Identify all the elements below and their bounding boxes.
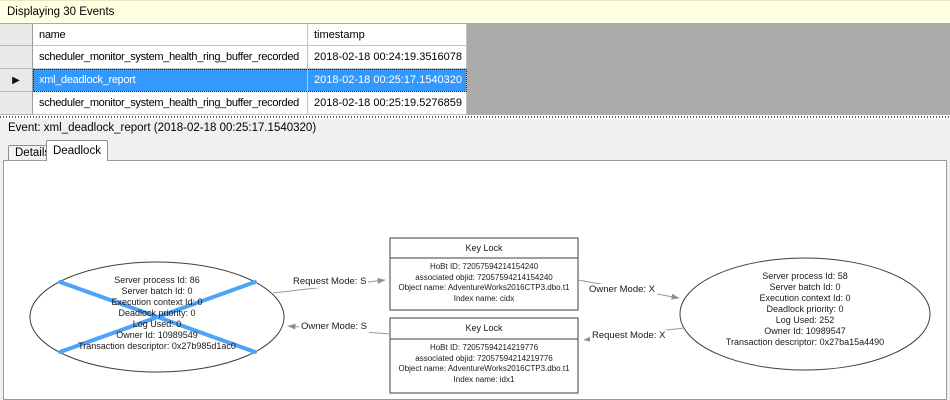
table-row[interactable]: scheduler_monitor_system_health_ring_buf… [0,46,467,69]
table-row-selected[interactable]: ▶ xml_deadlock_report 2018-02-18 00:25:1… [0,69,467,92]
resource-attr: associated objid: 72057594214154240 [415,272,553,282]
tab-details-label: Details [15,147,51,159]
resource-attr: HoBt ID: 72057594214154240 [429,262,539,271]
row-header-cell[interactable]: ▶ [0,69,33,92]
cell-event-name[interactable]: scheduler_monitor_system_health_ring_buf… [33,46,308,69]
process-attr: Deadlock priority: 0 [118,308,196,318]
process-attr: Server batch Id: 0 [769,282,841,292]
edge-label-owner-mode-s: Owner Mode: S [299,321,369,333]
process-attr: Server batch Id: 0 [121,286,193,296]
column-header-timestamp[interactable]: timestamp [308,24,467,46]
process-node-survivor[interactable]: Server process Id: 58 Server batch Id: 0… [685,271,925,348]
process-attr: Deadlock priority: 0 [766,304,844,314]
row-header-cell[interactable] [0,92,33,115]
process-node-survivor-shape[interactable] [679,257,931,371]
process-attr: Execution context Id: 0 [111,297,203,307]
resource-attr: Index name: idx1 [453,374,515,384]
process-node-victim[interactable]: Server process Id: 86 Server batch Id: 0… [37,275,277,352]
cell-event-timestamp[interactable]: 2018-02-18 00:25:17.1540320 [308,69,467,92]
grid-header-row: name timestamp [0,24,467,46]
table-row[interactable]: scheduler_monitor_system_health_ring_buf… [0,92,467,115]
victim-cross-icon [58,280,257,354]
resource-node-bottom[interactable]: HoBt ID: 72057594214219776 associated ob… [392,343,576,385]
cell-event-timestamp[interactable]: 2018-02-18 00:25:19.5276859 [308,92,467,115]
resource-top-title: Key Lock [465,243,503,253]
process-attr: Execution context Id: 0 [759,293,851,303]
process-attr: Transaction descriptor: 0x27b985d1ac0 [78,341,236,351]
process-attr: Transaction descriptor: 0x27ba15a4490 [725,337,885,347]
events-grid-area: name timestamp scheduler_monitor_system_… [0,24,950,115]
events-grid: name timestamp scheduler_monitor_system_… [0,24,467,115]
resource-node-top-shape[interactable] [389,237,579,311]
resource-attr: Index name: cidx [453,293,515,303]
edge-label-owner-mode-x: Owner Mode: X [587,284,657,296]
pane-splitter[interactable] [0,115,950,119]
tab-deadlock-label: Deadlock [53,145,101,157]
edge-label-request-mode-s: Request Mode: S [291,276,369,288]
process-attr: Log Used: 252 [775,315,835,325]
grid-corner-cell[interactable] [0,24,33,46]
resource-attr: HoBt ID: 72057594214219776 [429,343,539,352]
cell-event-name[interactable]: scheduler_monitor_system_health_ring_buf… [33,92,308,115]
process-attr: Server process Id: 58 [762,271,848,281]
resource-node-top[interactable]: HoBt ID: 72057594214154240 associated ob… [392,262,576,304]
cell-event-name[interactable]: xml_deadlock_report [33,69,308,92]
edge-label-request-mode-x: Request Mode: X [590,330,668,342]
event-detail-pane: Event: xml_deadlock_report (2018-02-18 0… [0,119,950,400]
resource-attr: Object name: AdventureWorks2016CTP3.dbo.… [398,364,570,373]
row-header-cell[interactable] [0,46,33,69]
column-header-name[interactable]: name [33,24,308,46]
deadlock-graph-canvas [29,237,931,394]
selected-row-indicator-icon: ▶ [12,74,20,86]
cell-event-timestamp[interactable]: 2018-02-18 00:24:19.3516078 [308,46,467,69]
deadlock-graph: Server process Id: 86 Server batch Id: 0… [0,160,950,400]
resource-attr: Object name: AdventureWorks2016CTP3.dbo.… [398,283,570,292]
resource-node-bottom-shape[interactable] [389,317,579,394]
process-attr: Owner Id: 10989549 [116,330,198,340]
events-count-caption: Displaying 30 Events [0,0,950,24]
events-count-label: Displaying 30 Events [7,6,115,18]
resource-bottom-title: Key Lock [465,323,503,333]
resource-attr: associated objid: 72057594214219776 [415,353,553,363]
process-attr: Log Used: 0 [132,319,182,329]
event-title: Event: xml_deadlock_report (2018-02-18 0… [8,122,317,134]
tab-deadlock[interactable]: Deadlock [46,140,108,161]
process-attr: Server process Id: 86 [114,275,200,285]
process-attr: Owner Id: 10989547 [764,326,846,336]
